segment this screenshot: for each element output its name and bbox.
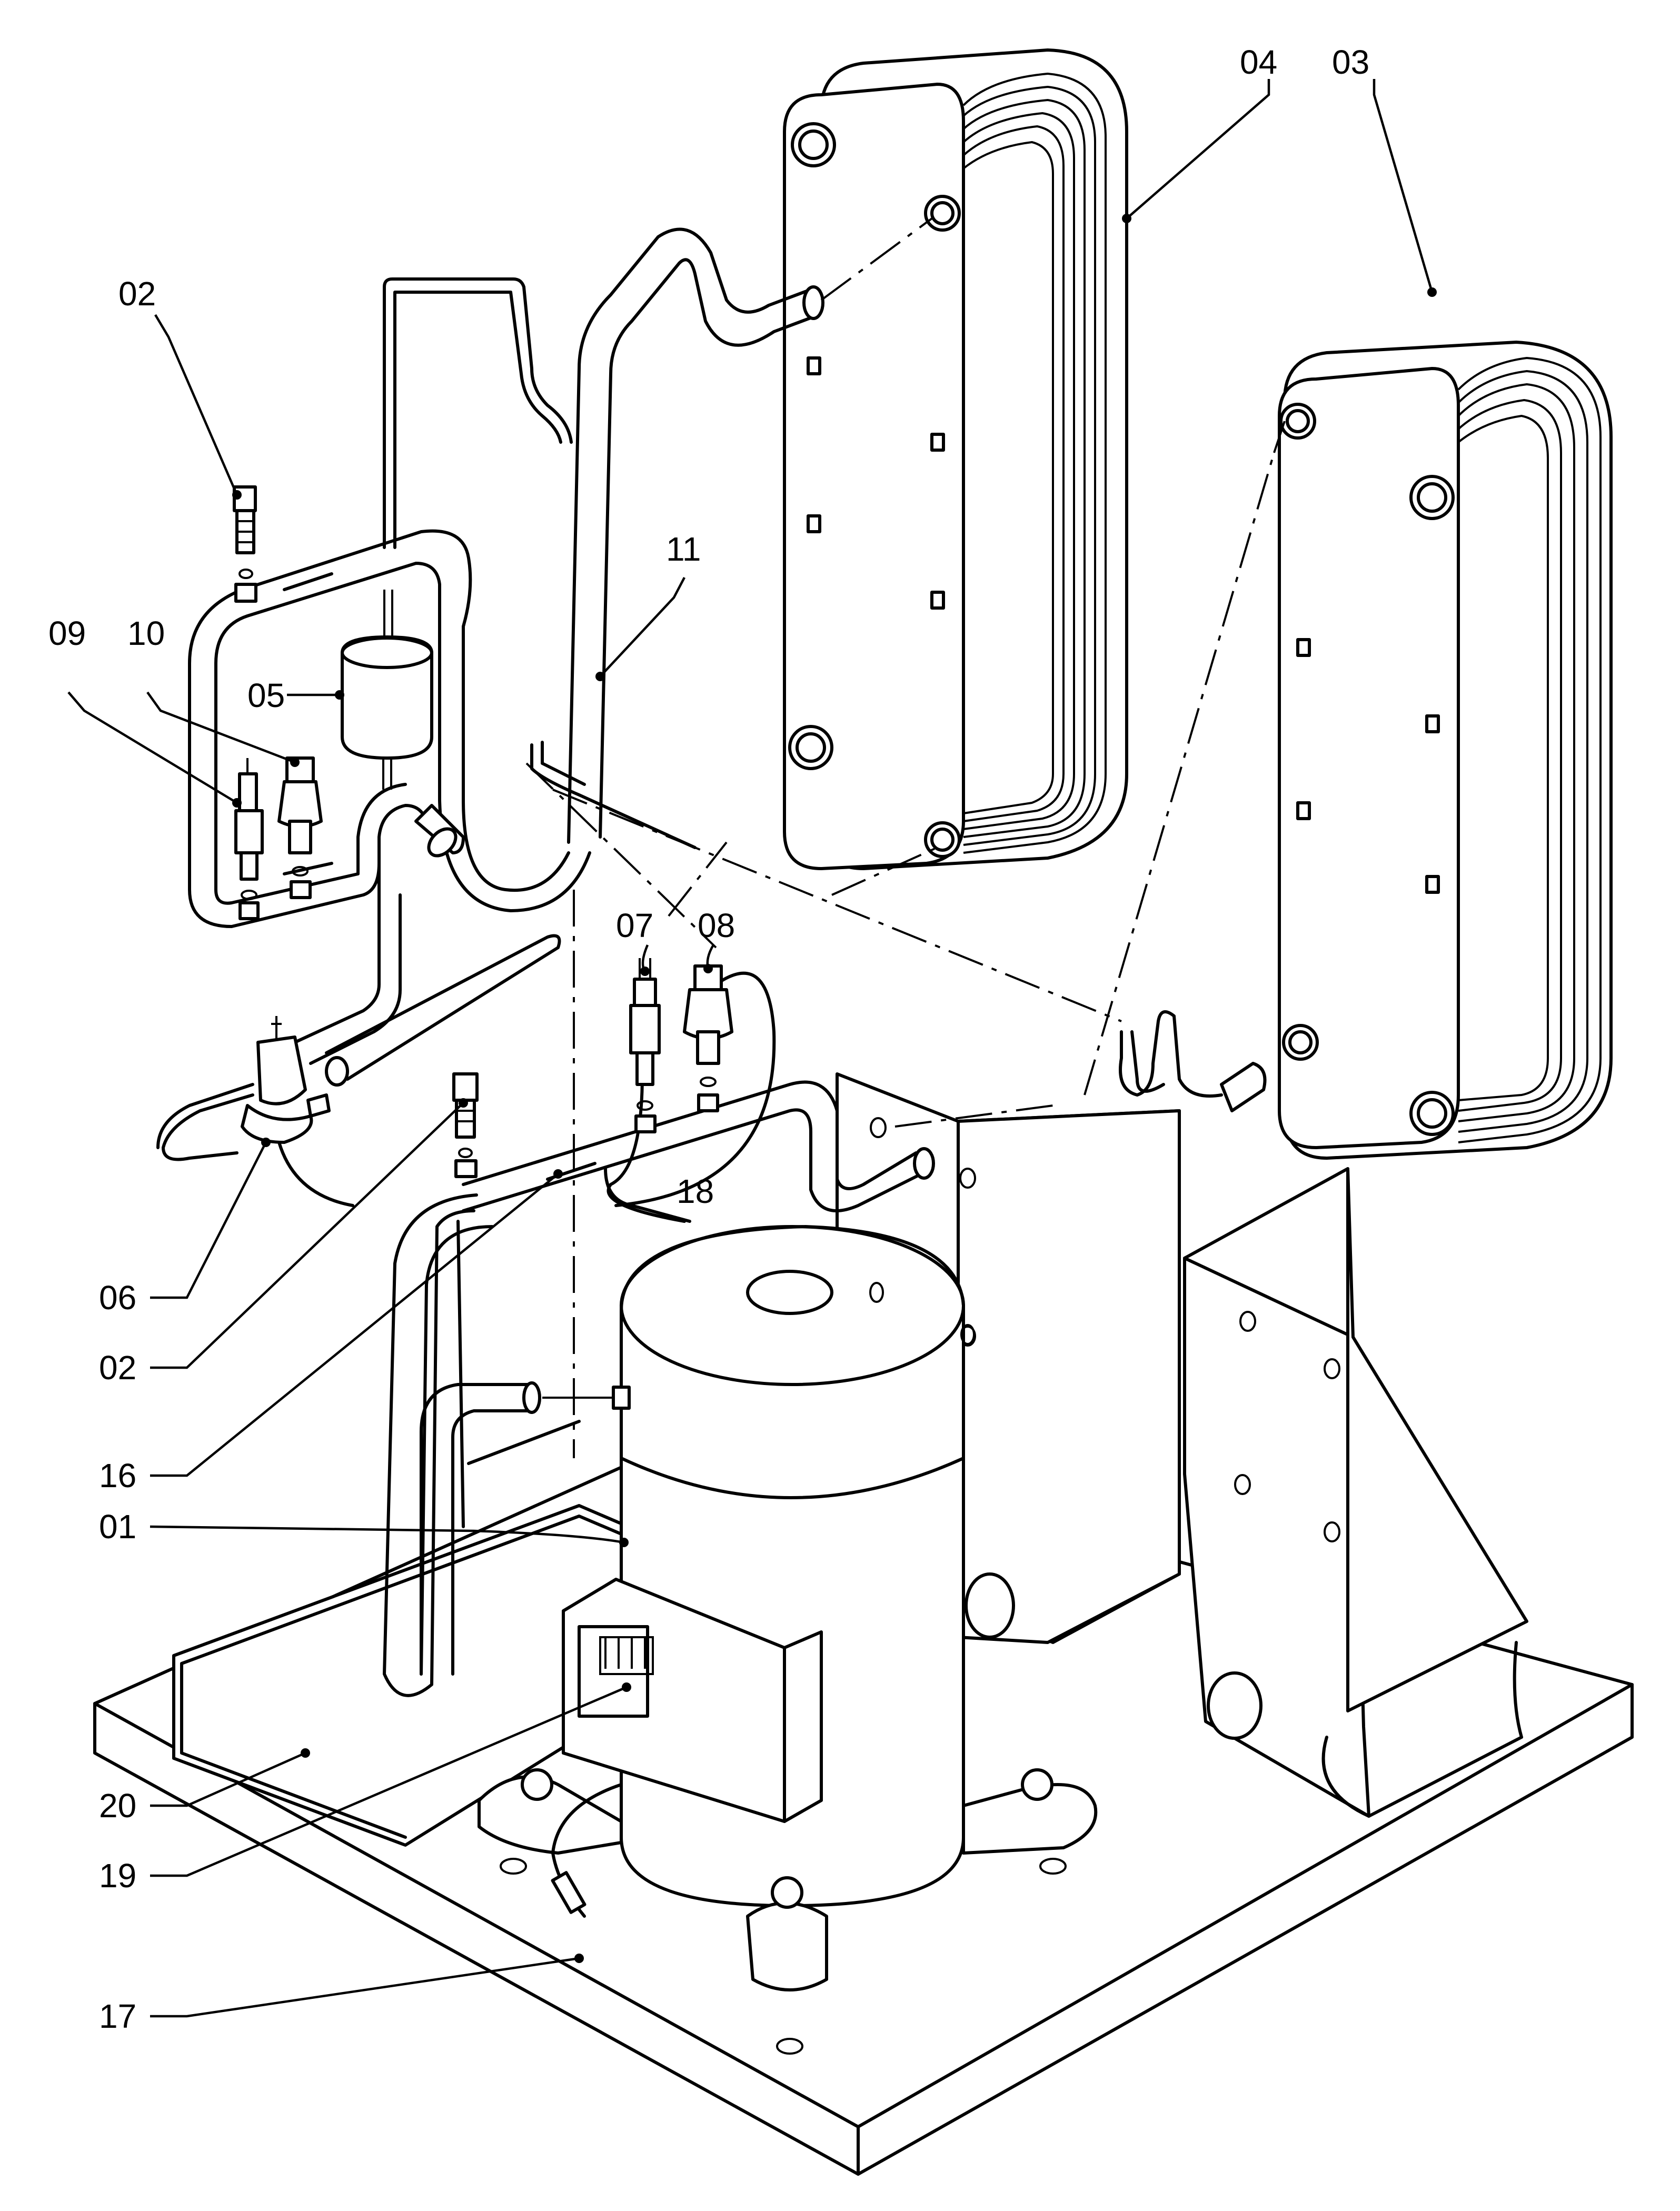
- wire-18: [604, 1167, 691, 1223]
- leader-lines: [67, 79, 1437, 2018]
- callout-10: 10: [127, 614, 165, 652]
- pressure-switch-08: [683, 964, 733, 1112]
- pressure-switch-07: [629, 958, 661, 1133]
- callout-02-lower: 02: [99, 1349, 136, 1387]
- filter-drier: [341, 590, 433, 790]
- upper-piping: [188, 217, 1286, 1458]
- plate-heat-exchanger-front: [1278, 341, 1613, 1160]
- callout-17: 17: [99, 1997, 136, 2035]
- plate-heat-exchanger-rear: [783, 48, 1128, 870]
- callout-01: 01: [99, 1508, 136, 1546]
- pressure-switch-10: [277, 756, 323, 899]
- callout-09: 09: [48, 614, 86, 652]
- compressor: [478, 1225, 1098, 1991]
- callout-04: 04: [1240, 43, 1277, 81]
- callout-11: 11: [666, 530, 701, 568]
- callout-16: 16: [99, 1457, 136, 1495]
- callout-18: 18: [677, 1172, 714, 1210]
- callout-05: 05: [247, 676, 285, 714]
- service-valve-top: [233, 485, 257, 603]
- callout-labels: 04 03 02 11 09 10 05 07 08 18 06 02 16 0…: [48, 43, 1369, 2035]
- front-bracket: [1183, 1167, 1528, 1818]
- callout-06: 06: [99, 1279, 136, 1317]
- callout-08: 08: [698, 907, 735, 944]
- callout-07: 07: [616, 907, 653, 944]
- callout-02-top: 02: [118, 275, 156, 313]
- callout-03: 03: [1332, 43, 1369, 81]
- service-valve-lower: [452, 1072, 479, 1178]
- compressor-piping: [383, 971, 935, 1697]
- pressure-switch-09: [234, 758, 264, 920]
- expansion-valve: [156, 1016, 354, 1207]
- callout-20: 20: [99, 1787, 136, 1825]
- callout-19: 19: [99, 1857, 136, 1895]
